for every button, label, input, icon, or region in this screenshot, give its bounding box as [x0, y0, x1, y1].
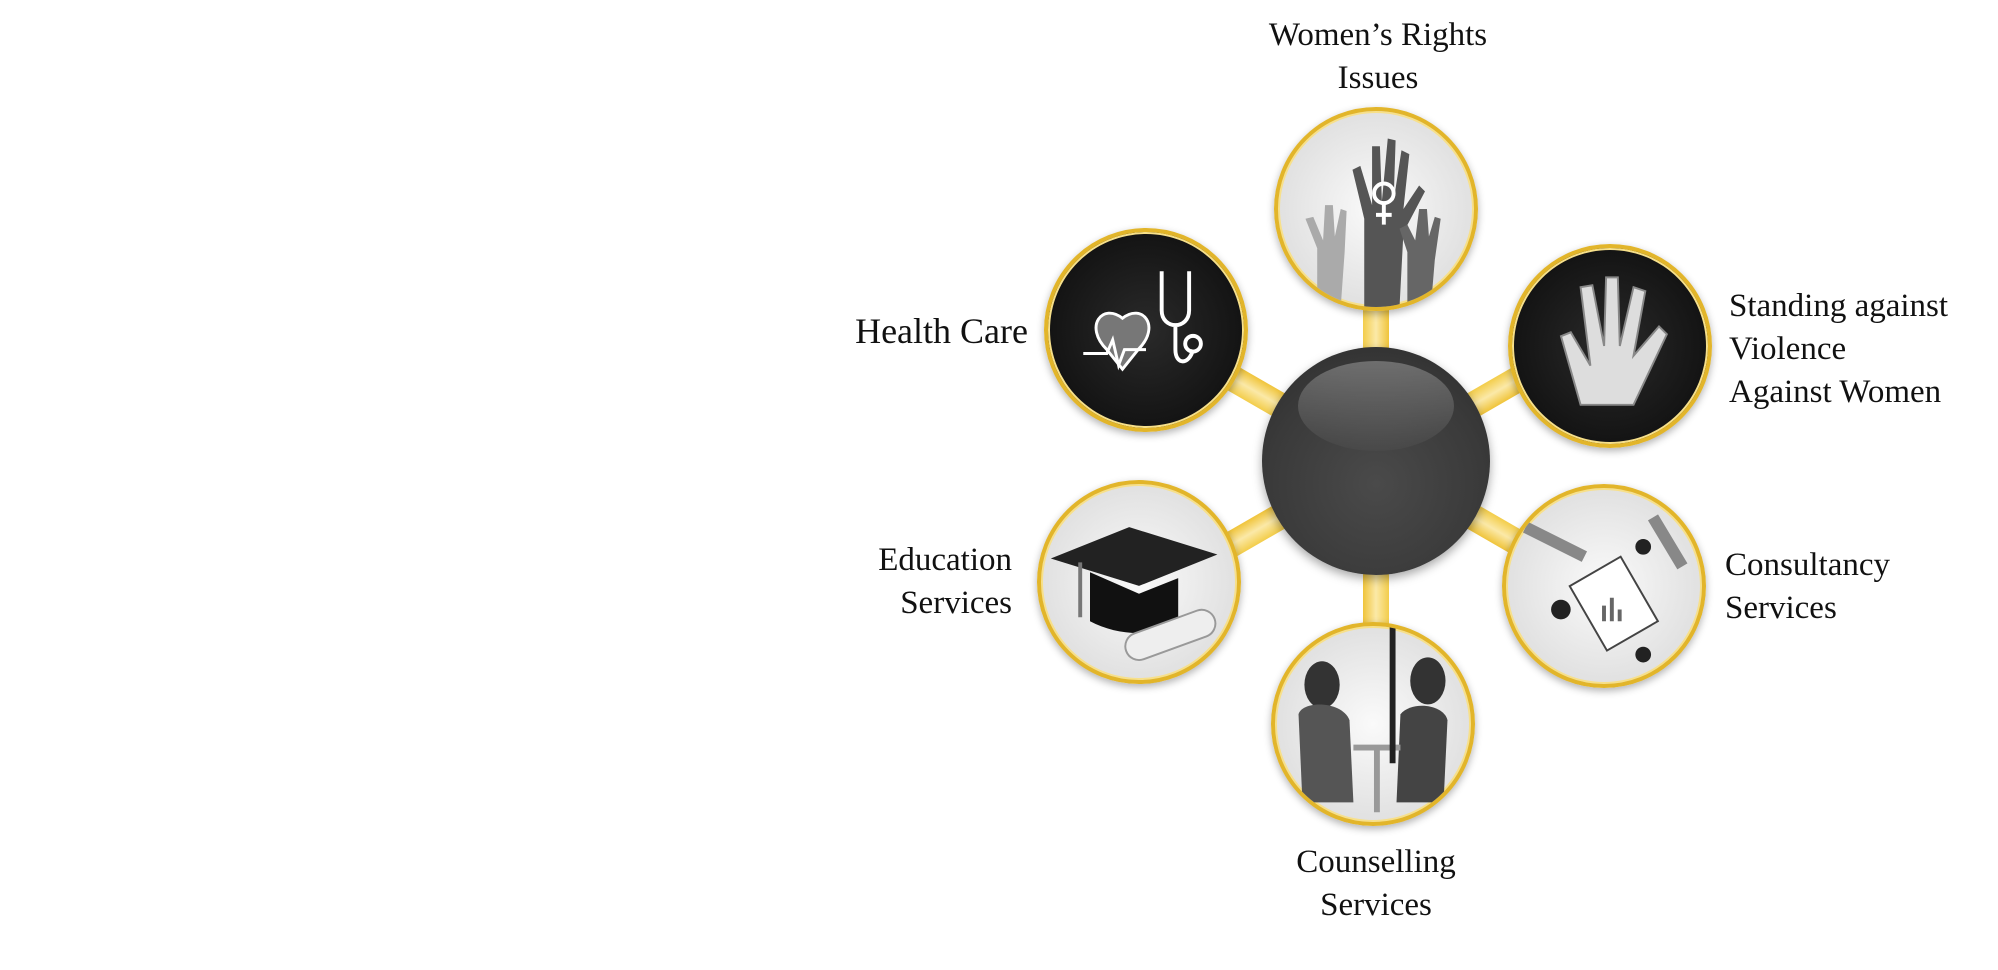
center-hub — [1262, 347, 1490, 575]
label-line: Services — [900, 585, 1012, 621]
counselling-node — [1271, 622, 1475, 826]
consultancy-node — [1502, 484, 1706, 688]
label-line: Counselling — [1296, 844, 1456, 880]
health-care-node — [1044, 228, 1248, 432]
label-womens-rights: Women’s Rights Issues — [1269, 14, 1487, 100]
label-counselling: Counselling Services — [1296, 841, 1456, 927]
label-consultancy: Consultancy Services — [1725, 544, 1890, 630]
stop-hand-icon — [1559, 276, 1669, 406]
label-line: Services — [1725, 590, 1837, 626]
two-people-talking-icon — [1298, 626, 1448, 813]
label-line: Services — [1320, 887, 1432, 923]
label-line: Against Women — [1729, 374, 1942, 410]
violence-node — [1508, 244, 1712, 448]
raised-hands-female-symbol-icon — [1305, 138, 1441, 307]
heart-stethoscope-icon — [1083, 271, 1203, 372]
education-node — [1037, 480, 1241, 684]
label-line: Issues — [1337, 60, 1419, 96]
womens-rights-node — [1274, 107, 1478, 311]
label-health-care: Health Care — [855, 310, 1028, 353]
business-meeting-icon — [1522, 514, 1688, 663]
label-line: Health Care — [855, 311, 1028, 351]
label-line: Consultancy — [1725, 547, 1890, 583]
label-violence: Standing against Violence Against Women — [1729, 285, 1948, 414]
graduation-cap-diploma-icon — [1050, 527, 1218, 662]
label-line: Women’s Rights — [1268, 17, 1488, 53]
label-line: Violence — [1729, 331, 1847, 367]
label-line: Standing against — [1729, 288, 1949, 324]
label-education: Education Services — [878, 539, 1012, 625]
label-line: Education — [878, 542, 1012, 578]
